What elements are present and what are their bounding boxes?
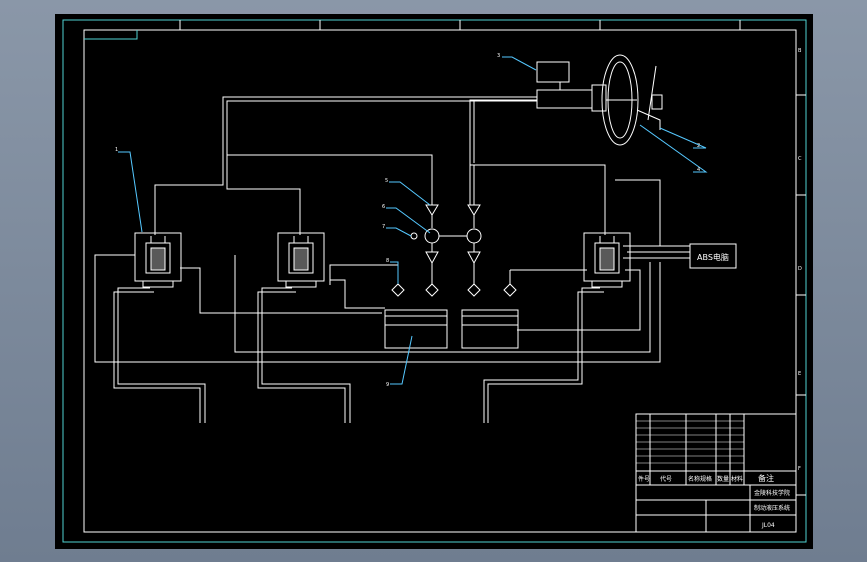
solenoid-valve-left (134, 232, 182, 288)
brake-booster (601, 54, 639, 146)
abs-ecu-label: ABS电脑 (697, 252, 729, 262)
check-valves (391, 204, 517, 297)
part-number: 2 (697, 143, 700, 149)
drawing-code: JL04 (761, 522, 775, 529)
border-tick-label: C (798, 156, 802, 162)
inner-frame (83, 29, 797, 533)
title-block-header: 数量 (717, 475, 729, 483)
accumulator-left (384, 309, 448, 349)
leader-lines (118, 56, 708, 385)
solenoid-valve-middle (277, 232, 325, 288)
title-block-header: 代号 (660, 475, 672, 483)
part-number: 8 (386, 258, 389, 264)
school-name: 金陵科技学院 (754, 489, 790, 497)
part-number: 9 (386, 382, 389, 388)
corner-box (84, 30, 138, 40)
part-number: 4 (697, 167, 700, 173)
part-number: 7 (382, 224, 385, 230)
abs-ecu (689, 243, 737, 269)
border-tick-label: F (798, 466, 801, 472)
border-tick-label: B (798, 48, 802, 54)
drawing-title: 制动液压系统 (754, 504, 790, 512)
master-cylinder (536, 61, 607, 112)
title-block-header: 备注 (758, 473, 774, 483)
part-number: 3 (497, 53, 500, 59)
part-number: 6 (382, 204, 385, 210)
title-block-header: 件号 (638, 475, 650, 483)
border-ticks (179, 20, 806, 496)
outer-frame (62, 19, 807, 543)
border-tick-label: E (798, 371, 801, 377)
part-number: 5 (385, 178, 388, 184)
title-block-header: 名称规格 (688, 475, 712, 483)
part-number: 1 (115, 147, 118, 153)
title-block-header: 材料 (731, 475, 743, 483)
title-block (635, 413, 797, 533)
hydraulic-lines (94, 65, 690, 423)
accumulator-right (461, 309, 519, 349)
solenoid-valve-right (583, 232, 631, 288)
title-block-rows (636, 420, 744, 464)
hydraulic-schematic: B C D E F (62, 19, 807, 543)
border-tick-label: D (798, 266, 802, 272)
drawing-sheet: B C D E F (55, 14, 813, 549)
